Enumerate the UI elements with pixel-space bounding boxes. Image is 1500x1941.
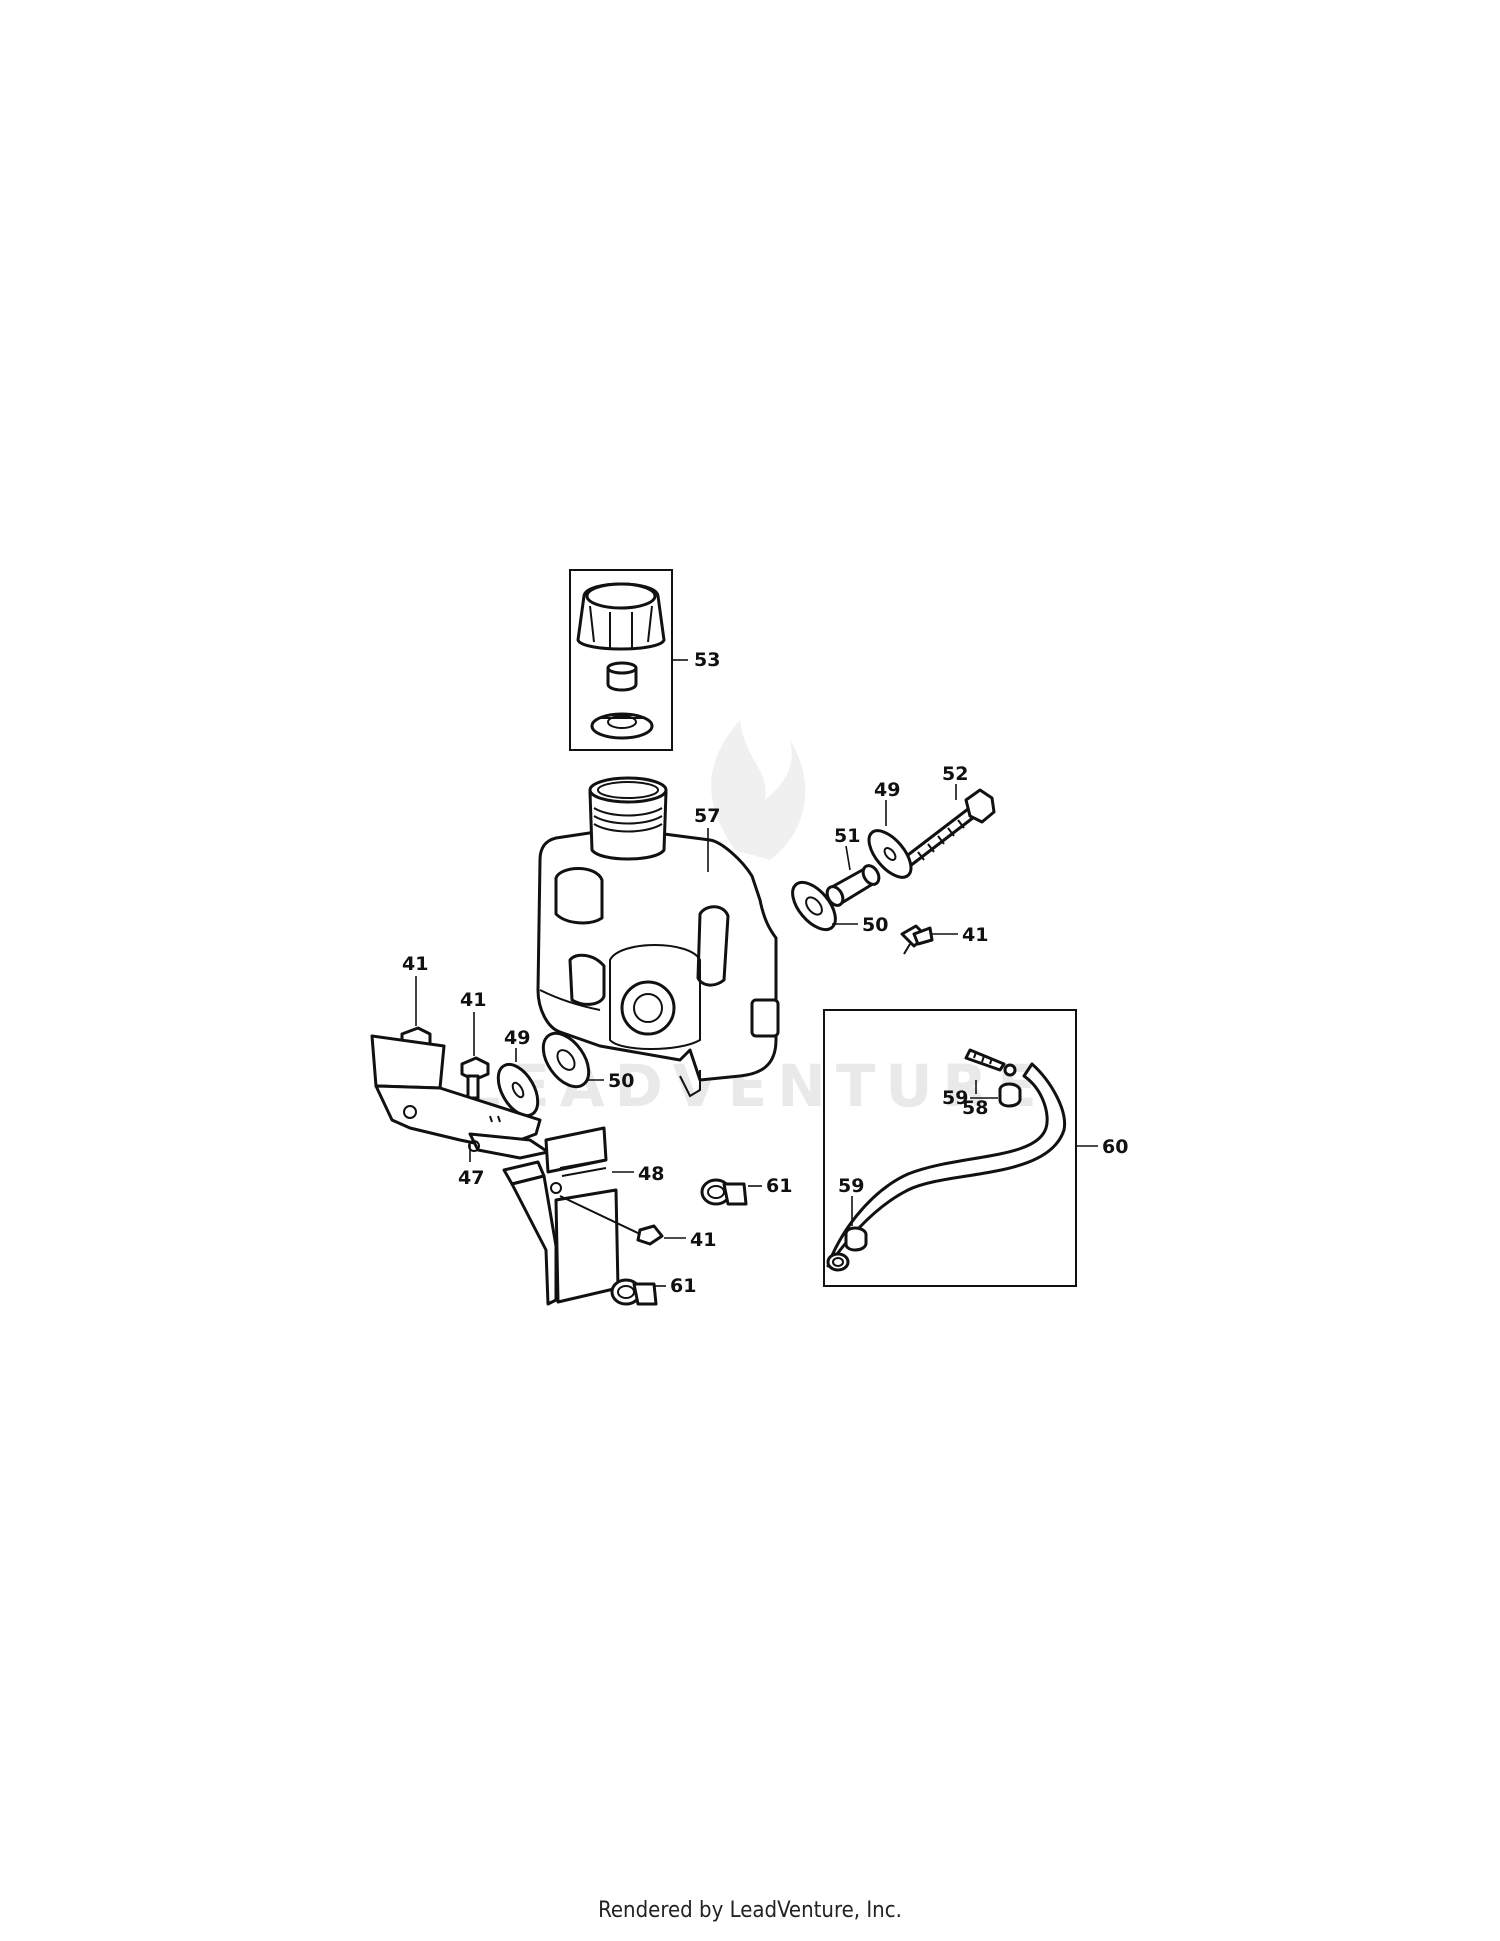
fuel-hose (826, 1062, 1067, 1268)
part-47-bracket[interactable] (370, 1034, 550, 1160)
part-61-clip-lower[interactable] (610, 1278, 658, 1306)
part-41-screw-right[interactable] (900, 924, 934, 955)
callout-47: 47 (458, 1167, 484, 1189)
part-61-clip-upper[interactable] (700, 1178, 748, 1206)
callout-61-lower: 61 (670, 1275, 696, 1297)
callout-59-upper: 59 (942, 1087, 968, 1109)
callout-59-lower: 59 (838, 1175, 864, 1197)
part-49-washer-lower[interactable] (490, 1058, 546, 1122)
hose-end-lower (826, 1252, 850, 1272)
cap-seal (590, 712, 654, 740)
callout-61-upper: 61 (766, 1175, 792, 1197)
part-53-fuel-cap-kit[interactable] (569, 569, 673, 751)
bolt-head (964, 788, 996, 824)
callout-52: 52 (942, 763, 968, 785)
callout-51: 51 (834, 825, 860, 847)
part-48-shield-plate[interactable] (502, 1126, 620, 1306)
callout-49-upper: 49 (874, 779, 900, 801)
part-52-bolt[interactable] (902, 788, 996, 868)
part-49-washer-upper[interactable] (861, 824, 918, 885)
callout-41-left-1: 41 (402, 953, 428, 975)
callout-48: 48 (638, 1163, 664, 1185)
callout-57: 57 (694, 805, 720, 827)
part-60-fuel-line-kit[interactable] (823, 1009, 1077, 1287)
hose-clamp-lower (844, 1226, 868, 1252)
callout-58: 58 (962, 1097, 988, 1119)
bracket-flap (370, 1034, 446, 1090)
part-51-spacer[interactable] (824, 863, 882, 908)
tank-neck (588, 790, 668, 861)
callout-41-right: 41 (962, 924, 988, 946)
shield-face (554, 1188, 620, 1304)
callout-41-center: 41 (690, 1229, 716, 1251)
part-41-screw-center[interactable] (559, 1195, 664, 1246)
callout-60: 60 (1102, 1136, 1128, 1158)
bolt-shank (902, 804, 980, 868)
callout-41-left-2: 41 (460, 989, 486, 1011)
part-57-fuel-tank[interactable] (536, 776, 780, 1098)
callout-53: 53 (694, 649, 720, 671)
callout-50-lower: 50 (608, 1070, 634, 1092)
callout-49-lower: 49 (504, 1027, 530, 1049)
part-60-box (823, 1009, 1077, 1287)
callout-50-upper: 50 (862, 914, 888, 936)
part-50-grommet-lower[interactable] (534, 1025, 598, 1095)
hose-clamp-upper (998, 1082, 1022, 1108)
part-50-grommet-upper[interactable] (785, 875, 844, 937)
footer-credit: Rendered by LeadVenture, Inc. (598, 1898, 902, 1923)
